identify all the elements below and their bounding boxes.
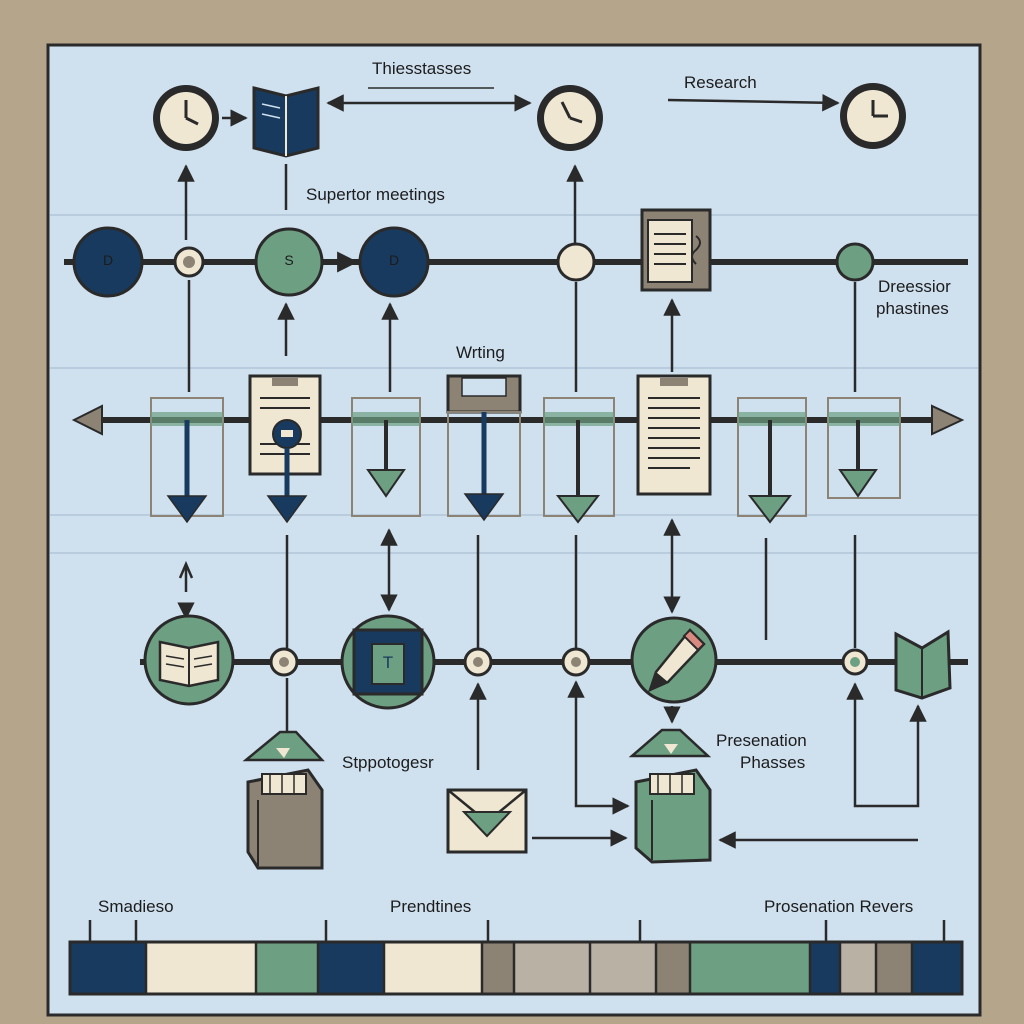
label-presentation-phases-1: Presenation [716,731,807,750]
milestone-node-d [358,226,430,298]
clock-icon [153,85,219,151]
document-icon [636,374,712,496]
label-supplementary: Stppotogesr [342,753,434,772]
label-research: Research [684,73,757,92]
junction-dot [561,647,591,677]
open-book-icon [143,614,235,706]
connector [667,93,840,112]
pencil-icon [630,616,718,704]
phase-box [827,397,901,499]
timeline-arrow-right [931,404,965,436]
phase-box-writing [446,374,522,522]
archive-box-icon [634,768,712,864]
archive-box-icon [246,768,324,870]
envelope-icon [446,788,528,854]
book-t-icon [340,614,436,710]
phase-legend-bar [68,920,964,996]
vertical-connectors [177,518,857,650]
legend-label-right: Prosenation Revers [764,897,914,916]
clock-icon [537,85,603,151]
document-stack-icon [640,208,712,292]
funnel-shape [242,730,325,762]
junction-dot [173,246,205,278]
funnel-shape [628,728,712,758]
phase-box [737,397,807,524]
document-icon [248,374,322,524]
label-writing: Wrting [456,343,505,362]
milestone-node-d [72,226,144,298]
open-book-icon [252,86,320,158]
junction-dot [835,242,875,282]
junction-dot [556,242,596,282]
junction-dot [269,647,299,677]
timeline-arrow-left [71,404,103,436]
phase-box [150,397,224,524]
node-label-d: D [102,252,114,268]
label-supervisor-meetings: Supertor meetings [306,185,445,204]
vertical-connectors [187,280,857,392]
milestone-node-s [254,227,324,297]
title-thesis-stages: Thiesstasses [372,59,472,78]
legend-label-mid: Prendtines [390,897,472,916]
legend-label-left: Smadieso [98,897,174,916]
node-label-d: D [388,252,400,268]
book-label-t: T [382,653,394,672]
phase-box [543,397,615,524]
diagram-panel [46,43,982,1017]
junction-dot [463,647,493,677]
label-presentation-phases-2: Phasses [740,753,806,772]
node-label-s: S [284,252,294,268]
label-defense-phases-2: phastines [876,299,949,318]
lower-connectors [285,678,927,849]
label-defense-phases-1: Dreessior [878,277,951,296]
junction-dot [841,648,869,676]
clock-icon [840,83,906,149]
phase-box [351,397,421,517]
